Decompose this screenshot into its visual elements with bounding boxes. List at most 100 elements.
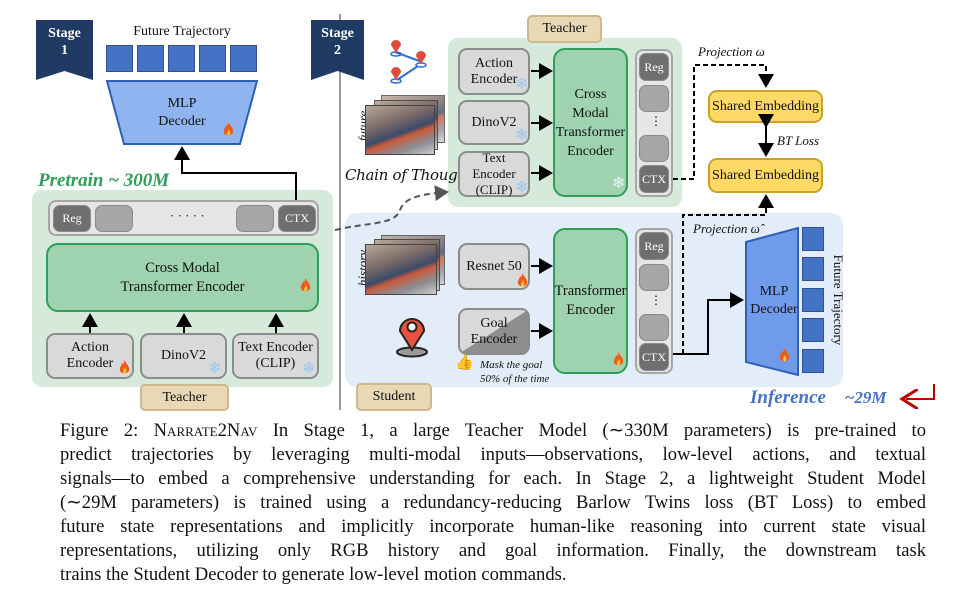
box-label: Text Encoder bbox=[238, 340, 313, 355]
stage1-banner-number: 1 bbox=[61, 43, 68, 58]
token-ellipsis: · · · · · bbox=[170, 208, 205, 223]
caption-line: predict trajectories by leveraging multi… bbox=[60, 444, 926, 465]
token bbox=[236, 205, 274, 232]
caption-line: (∼29M parameters) is trained using a red… bbox=[60, 492, 926, 513]
encoder-label: Transformer bbox=[554, 283, 627, 299]
box-label: Action bbox=[474, 55, 514, 71]
trajectory-token bbox=[230, 45, 257, 72]
student-goal-encoder: Goal Encoder bbox=[458, 308, 530, 355]
inference-label: Inference ~29M bbox=[750, 387, 887, 409]
projection-omega-hat-label: Projection ω̂ bbox=[693, 221, 760, 236]
teacher-text-encoder: Text Encoder (CLIP) ❄ bbox=[458, 150, 530, 197]
student-tag: Student bbox=[356, 383, 432, 411]
box-label: Goal bbox=[480, 315, 508, 331]
bt-loss-label: BT Loss bbox=[777, 133, 820, 148]
box-label: (CLIP) bbox=[255, 356, 296, 371]
ctx-token: CTX bbox=[278, 205, 316, 232]
goal-pin-icon bbox=[396, 318, 428, 358]
trajectory-token bbox=[137, 45, 164, 72]
caption-prefix: Figure 2: bbox=[60, 420, 154, 441]
flame-icon bbox=[300, 278, 311, 292]
caption-line: signals—to embed a comprehensive underst… bbox=[60, 468, 926, 489]
caption-method-name: Narrate2Nav bbox=[153, 420, 258, 441]
teacher-action-encoder: Action Encoder ❄ bbox=[458, 48, 530, 95]
encoder-label: Transformer Encoder bbox=[120, 278, 245, 295]
trajectory-token bbox=[802, 349, 824, 373]
stage2-banner: Stage 2 bbox=[311, 20, 364, 80]
box-label: (CLIP) bbox=[475, 182, 513, 197]
snowflake-icon: ❄ bbox=[515, 179, 529, 196]
stage2-banner-title: Stage bbox=[321, 26, 354, 41]
stage1-teacher-tag: Teacher bbox=[140, 384, 229, 411]
trajectory-token bbox=[802, 227, 824, 251]
decoder-label: MLP bbox=[167, 96, 197, 111]
teacher-token-column: Reg ⋮ CTX bbox=[635, 49, 673, 197]
shared-embedding-student: Shared Embedding bbox=[708, 158, 823, 193]
encoder-label: Cross bbox=[574, 86, 607, 102]
stage1-future-trajectory-label: Future Trajectory bbox=[133, 24, 231, 39]
caption-line: Figure 2: Narrate2Nav In Stage 1, a larg… bbox=[60, 420, 926, 442]
stage1-arrows bbox=[82, 146, 297, 333]
projection-omega-label: Projection ω bbox=[698, 44, 765, 59]
teacher-cross-modal-encoder: Cross Modal Transformer Encoder ❄ bbox=[553, 48, 628, 197]
flame-icon bbox=[119, 360, 130, 374]
trajectory-token bbox=[168, 45, 195, 72]
token bbox=[95, 205, 133, 232]
caption-text: In Stage 1, a large Teacher Model (∼330M… bbox=[257, 420, 927, 441]
student-token-column: Reg ⋮ CTX bbox=[635, 228, 673, 374]
stage1-mlp-decoder: MLP Decoder bbox=[106, 95, 258, 131]
student-mlp-decoder-shape bbox=[745, 226, 799, 377]
trajectory-token bbox=[106, 45, 133, 72]
reg-token: Reg bbox=[639, 53, 669, 81]
ctx-token: CTX bbox=[639, 165, 669, 193]
student-mlp-decoder: MLP Decoder bbox=[744, 283, 804, 319]
stage1-dinov2: DinoV2 ❄ bbox=[140, 333, 227, 379]
stage1-token-row: Reg · · · · · CTX bbox=[48, 200, 319, 236]
token bbox=[639, 85, 669, 112]
box-label: Action bbox=[70, 340, 110, 355]
student-transformer-encoder: Transformer Encoder bbox=[553, 228, 628, 374]
stage2-teacher-tag: Teacher bbox=[527, 15, 602, 43]
box-label: DinoV2 bbox=[471, 114, 517, 130]
reg-token: Reg bbox=[639, 232, 669, 260]
ctx-token: CTX bbox=[639, 343, 669, 371]
token bbox=[639, 135, 669, 162]
inference-size: ~29M bbox=[844, 388, 887, 407]
trajectory-token bbox=[802, 318, 824, 342]
stage2-arrows bbox=[334, 63, 935, 420]
encoder-label: Cross Modal bbox=[145, 259, 220, 276]
chain-of-thought-label: Chain of Thought bbox=[345, 166, 473, 184]
stage1-action-encoder: Action Encoder bbox=[46, 333, 134, 379]
future-frames-image bbox=[365, 105, 435, 155]
caption-line: trains the Student Decoder to generate l… bbox=[60, 564, 567, 585]
caption-line: future state representations and implici… bbox=[60, 516, 926, 537]
caption-line: representations, utilizing only RGB hist… bbox=[60, 540, 926, 561]
box-label: Encoder bbox=[470, 331, 518, 347]
pretrain-label: Pretrain ~ 300M bbox=[38, 170, 170, 191]
snowflake-icon: ❄ bbox=[515, 76, 529, 93]
flame-icon bbox=[517, 273, 528, 287]
mask-goal-note: Mask the goal 50% of the time bbox=[480, 358, 549, 386]
snowflake-icon: ❄ bbox=[302, 360, 316, 377]
trajectory-token bbox=[802, 257, 824, 281]
decoder-label: MLP bbox=[759, 284, 789, 299]
encoder-label: Encoder bbox=[566, 302, 615, 318]
box-label: Encoder bbox=[470, 71, 518, 87]
snowflake-icon: ❄ bbox=[515, 127, 529, 144]
stage1-banner: Stage 1 bbox=[36, 20, 93, 80]
token-ellipsis: ⋮ bbox=[650, 114, 662, 128]
stage1-text-encoder: Text Encoder (CLIP) ❄ bbox=[232, 333, 319, 379]
mask-note-line: Mask the goal bbox=[480, 359, 543, 371]
encoder-label: Transformer bbox=[555, 124, 626, 140]
flame-icon bbox=[613, 352, 624, 366]
box-label: DinoV2 bbox=[160, 348, 207, 363]
encoder-label: Encoder bbox=[567, 143, 614, 159]
decoder-label: Decoder bbox=[158, 114, 206, 129]
stage1-mlp-decoder-shape bbox=[106, 80, 258, 145]
stage2-banner-number: 2 bbox=[334, 43, 341, 58]
decoder-label: Decoder bbox=[750, 302, 798, 317]
token bbox=[639, 314, 669, 341]
route-pins-icon bbox=[390, 40, 427, 84]
stage1-cross-modal-encoder: Cross Modal Transformer Encoder bbox=[46, 243, 319, 312]
reg-token: Reg bbox=[53, 205, 91, 232]
